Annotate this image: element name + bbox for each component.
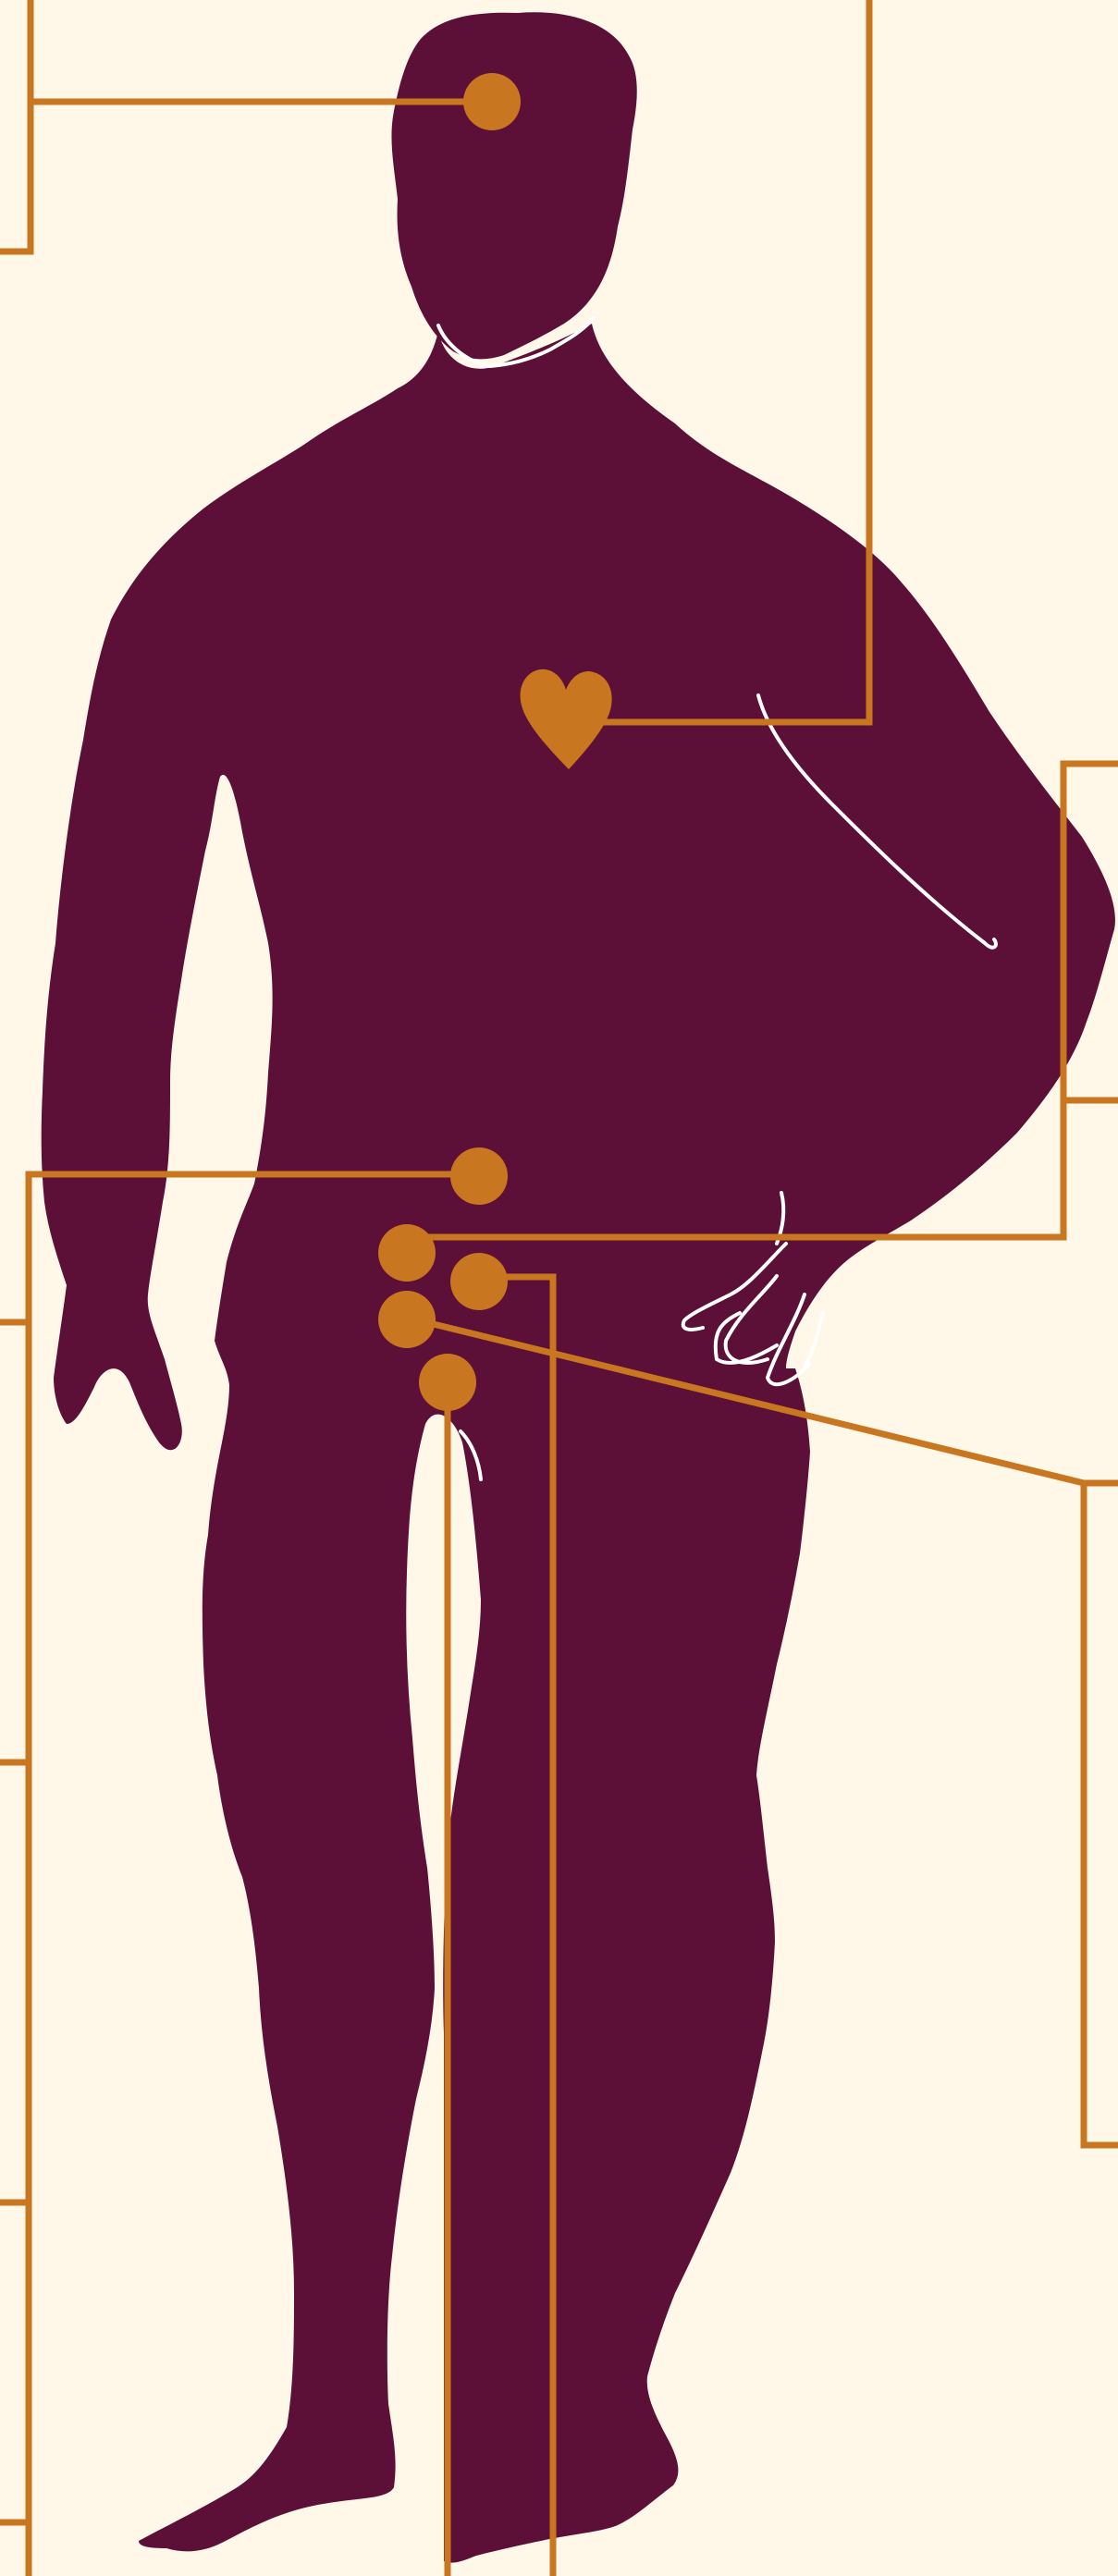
head-marker — [463, 73, 521, 130]
groin-right-drop — [1084, 1483, 1118, 2145]
human-figure-silhouette — [42, 12, 1115, 2562]
abdomen-marker — [450, 1147, 508, 1205]
pelvis-marker-right — [450, 1253, 508, 1310]
head — [391, 12, 636, 359]
pelvis-marker-left — [378, 1224, 436, 1282]
groin-marker — [378, 1291, 436, 1348]
leg-marker — [419, 1354, 476, 1411]
torso-and-arms — [42, 324, 1115, 2563]
left-ticks — [0, 1322, 29, 2522]
